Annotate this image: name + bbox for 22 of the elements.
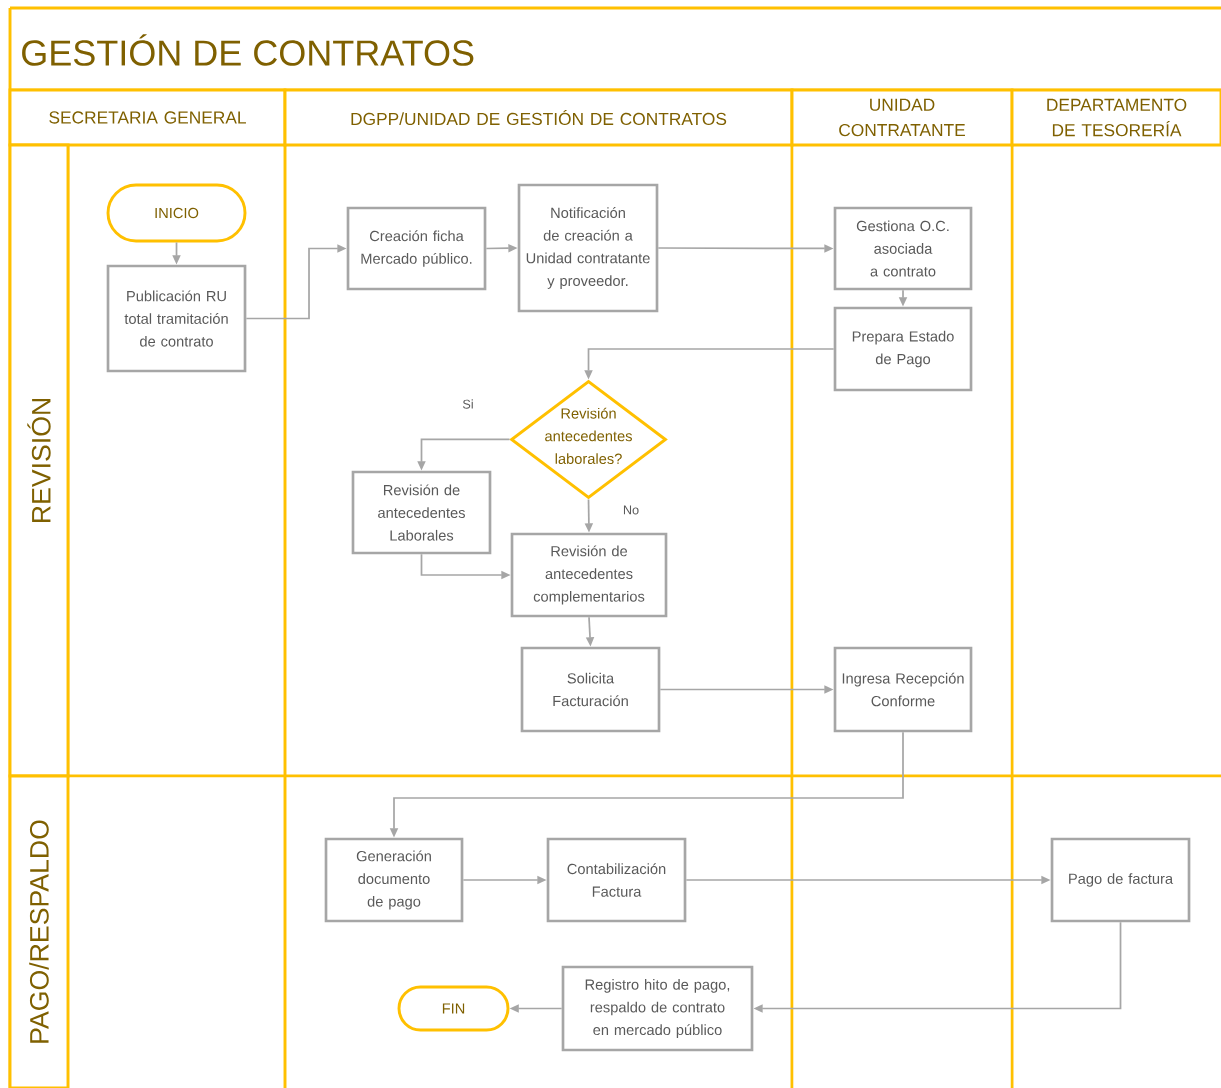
process-box: Solicita Facturación (520, 646, 661, 733)
process-box: Prepara Estado de Pago (833, 306, 973, 392)
title: GESTIÓN DE CONTRATOS (22, 34, 474, 66)
process-box: Contabilización Factura (546, 837, 687, 923)
terminator-pill: FIN (397, 985, 510, 1032)
column-header: SECRETARIA GENERAL (8, 88, 287, 147)
column-header: DEPARTAMENTO DE TESORERÍA (1010, 88, 1221, 147)
process-box: Registro hito de pago, respaldo de contrato en mercado público (561, 965, 754, 1052)
process-box: Pago de factura (1050, 837, 1191, 923)
process-box: Gestiona O.C. asociada a contrato (833, 206, 973, 291)
process-box: Revisión de antecedentes Laborales (351, 470, 492, 555)
terminator-pill: INICIO (106, 183, 247, 243)
column-header: UNIDAD CONTRATANTE (790, 88, 1014, 147)
process-box: Notificación de creación a Unidad contratante y proveedor. (517, 183, 659, 313)
process-box: Generación documento de pago (324, 837, 464, 923)
edge-label: No (621, 504, 641, 516)
process-box: Publicación RU total tramitación de contrato (106, 264, 247, 373)
row-header: PAGO/RESPALDO (8, 774, 70, 1088)
edge-label: Si (461, 398, 475, 410)
process-box: Creación ficha Mercado público. (346, 206, 487, 291)
process-box: Ingresa Recepción Conforme (833, 646, 973, 733)
process-box: Revisión de antecedentes complementarios (510, 532, 668, 618)
